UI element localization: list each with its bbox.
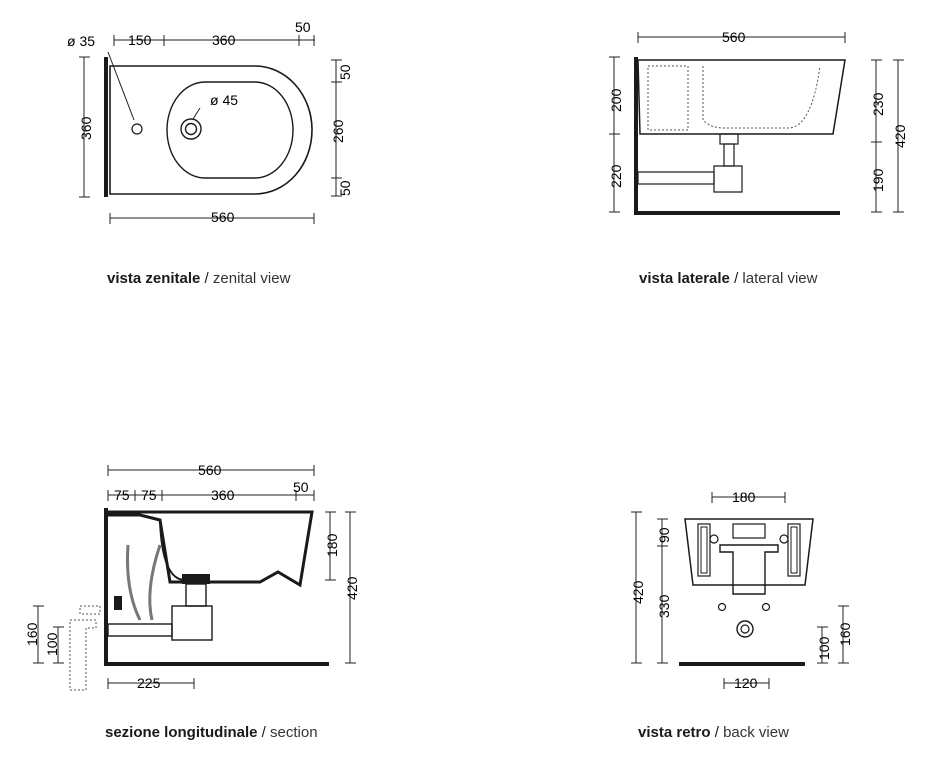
wall-line [634,57,638,215]
hose-2 [148,544,162,621]
tap-hole [131,123,143,135]
dim-width-560: 560 [211,209,235,225]
bowl-hidden-line [702,65,821,129]
dim-height-100: 100 [816,636,832,660]
drain-inner [184,122,198,136]
dim-drain-diameter: ø 45 [210,92,238,108]
caption-lateral-it: vista laterale [639,270,730,287]
siphon [171,605,213,641]
caption-section: sezione longitudinale / section [105,724,318,741]
caption-zenital-it: vista zenitale [107,270,201,287]
dim-width-75-a: 75 [114,487,130,503]
dim-width-560: 560 [198,462,222,478]
caption-lateral-en: lateral view [742,270,818,287]
dim-width-150: 150 [128,32,152,48]
drain-outlet [736,620,754,638]
caption-section-it: sezione longitudinale [105,724,258,741]
dim-height-420: 420 [892,124,908,148]
dim-height-100: 100 [44,632,60,656]
bidet-side-outline [637,59,846,135]
wall-line [104,57,108,197]
caption-separator: / [200,270,213,287]
dim-width-120: 120 [734,675,758,691]
bidet-back-outline [684,518,814,586]
back-dimensions [631,492,849,689]
floor-line [634,211,840,215]
dim-height-190: 190 [870,168,886,192]
dim-height-50-bottom: 50 [337,180,353,196]
dim-height-160: 160 [837,622,853,646]
dim-width-75-b: 75 [141,487,157,503]
siphon [713,165,743,193]
dim-height-90: 90 [656,527,672,543]
dim-height-420: 420 [344,576,360,600]
dim-width-560: 560 [722,29,746,45]
back-view: 180 90 420 330 100 160 120 [630,489,853,691]
bidet-outline [109,65,313,195]
caption-zenital-en: zenital view [212,270,291,287]
dim-height-220: 220 [608,164,624,188]
caption-back: vista retro / back view [638,724,789,741]
floor-line [104,662,329,666]
caption-back-en: back view [723,724,789,741]
bowl-outline [166,81,294,179]
dim-width-50: 50 [293,479,309,495]
dim-hole-diameter: ø 35 [67,33,95,49]
caption-separator: / [257,724,271,741]
dim-width-180: 180 [732,489,756,505]
dim-height-180: 180 [324,533,340,557]
hose-1 [126,544,142,621]
dim-height-200: 200 [608,88,624,112]
dim-width-50: 50 [295,19,311,35]
dim-height-420: 420 [630,580,646,604]
section-view: 560 75 75 360 50 180 420 160 100 225 [24,462,360,691]
dim-height-50-top: 50 [337,64,353,80]
section-dimensions [33,465,356,689]
zenital-view: ø 35 150 360 50 ø 45 560 360 50 260 50 [67,19,353,225]
dim-width-360: 360 [211,487,235,503]
drain-pipe [107,623,173,637]
dim-width-225: 225 [137,675,161,691]
lateral-dimensions [609,32,904,213]
drain-pipe [637,171,715,185]
caption-separator: / [729,270,743,287]
dim-height-160: 160 [24,622,40,646]
back-panel [719,544,779,595]
dim-width-360: 360 [212,32,236,48]
caption-back-it: vista retro [638,724,711,741]
dim-height-260: 260 [330,119,346,143]
zenital-dimensions [79,35,342,224]
dim-height-330: 330 [656,594,672,618]
lateral-view: 560 200 220 230 190 420 [608,29,908,215]
floor-line [679,662,805,666]
dim-height-230: 230 [870,92,886,116]
wall-line [104,508,108,666]
dim-height-360: 360 [78,116,94,140]
drain-outer [180,118,202,140]
bidet-section-outline [106,510,314,588]
caption-section-en: section [270,724,318,741]
caption-zenital: vista zenitale / zenital view [107,270,290,287]
caption-separator: / [710,724,724,741]
caption-lateral: vista laterale / lateral view [639,270,817,287]
